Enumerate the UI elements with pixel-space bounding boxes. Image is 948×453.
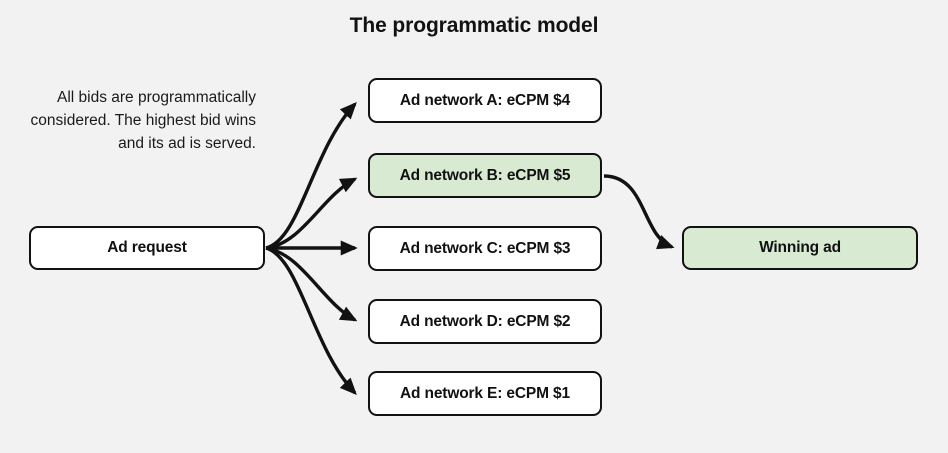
node-ad-network-e-label: Ad network E: eCPM $1 (400, 384, 570, 402)
node-ad-network-d-label: Ad network D: eCPM $2 (399, 312, 571, 330)
node-ad-network-a[interactable]: Ad network A: eCPM $4 (368, 78, 602, 123)
page-title: The programmatic model (349, 14, 599, 37)
arrow-network-b-to-winning-ad (603, 174, 675, 250)
node-ad-network-c-label: Ad network C: eCPM $3 (399, 239, 571, 257)
arrow-request-to-network-e (265, 246, 357, 395)
node-ad-network-b[interactable]: Ad network B: eCPM $5 (368, 153, 602, 198)
node-winning-ad[interactable]: Winning ad (682, 226, 918, 270)
arrow-request-to-network-a (265, 102, 357, 250)
node-ad-request-label: Ad request (107, 239, 187, 256)
node-ad-network-a-label: Ad network A: eCPM $4 (399, 91, 571, 109)
arrow-request-to-network-b (265, 177, 358, 250)
node-ad-network-c[interactable]: Ad network C: eCPM $3 (368, 226, 602, 271)
caption-text: All bids are programmatically considered… (30, 89, 256, 152)
node-winning-ad-label: Winning ad (759, 239, 841, 256)
arrow-request-to-network-d (265, 246, 358, 322)
node-ad-network-e[interactable]: Ad network E: eCPM $1 (368, 371, 602, 416)
node-ad-request[interactable]: Ad request (29, 226, 265, 270)
node-ad-network-b-label: Ad network B: eCPM $5 (399, 166, 571, 184)
node-ad-network-d[interactable]: Ad network D: eCPM $2 (368, 299, 602, 344)
